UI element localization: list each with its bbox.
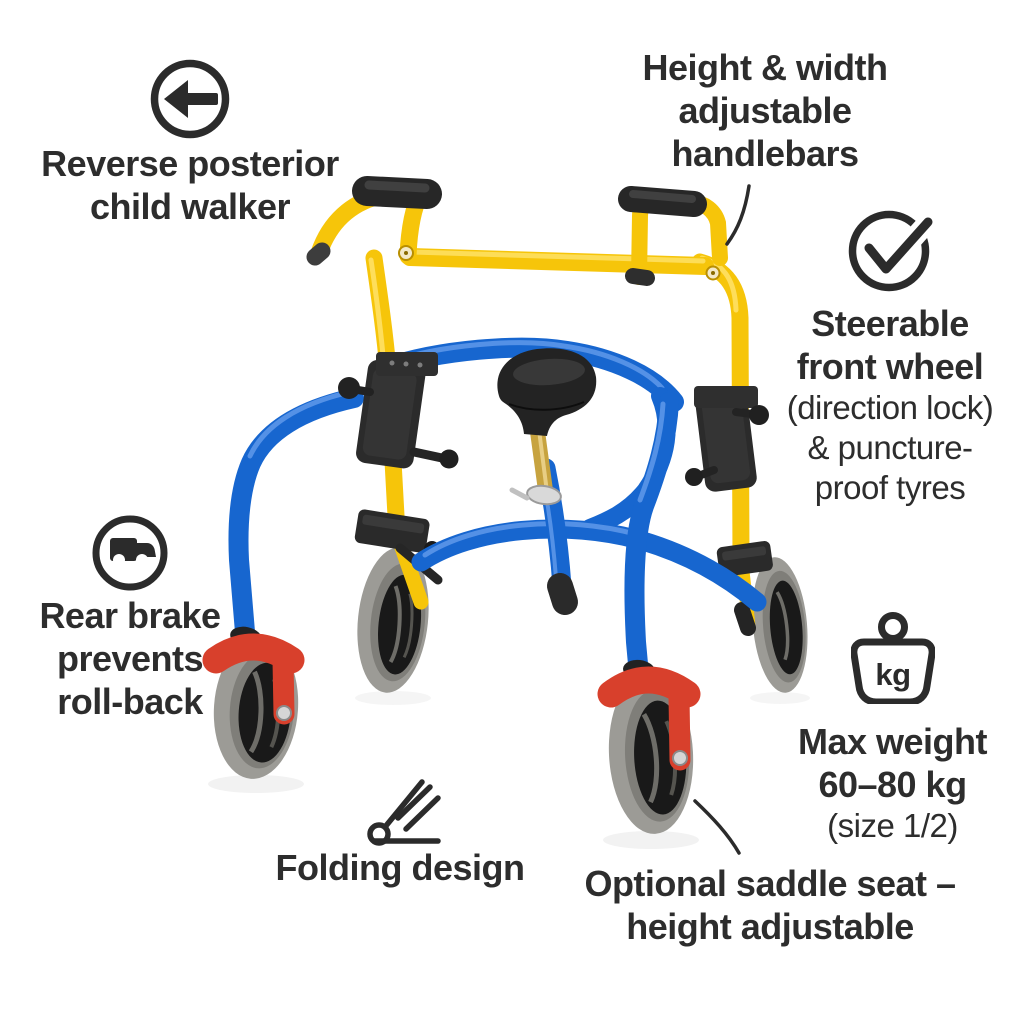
annotation-text: Steerable xyxy=(811,303,969,344)
annotation-handlebars: Height & width adjustable handlebars xyxy=(595,46,935,175)
annotation-text: (direction lock) xyxy=(786,389,994,426)
leader-line-saddle xyxy=(693,799,741,855)
annotation-text: roll-back xyxy=(57,681,203,722)
annotation-text: handlebars xyxy=(671,133,859,174)
annotation-reverse-walker: Reverse posterior child walker xyxy=(15,56,365,228)
annotation-text: Reverse posterior xyxy=(41,143,339,184)
rear-right-wheel xyxy=(752,557,808,693)
front-left-fork-red xyxy=(202,633,305,725)
clamp-knob xyxy=(439,449,459,469)
annotation-text: adjustable xyxy=(678,90,852,131)
folding-hinge-icon xyxy=(367,779,441,846)
annotation-text: Height & width xyxy=(642,47,888,88)
frame-yellow-handlebars xyxy=(306,176,728,286)
wheel-shadows xyxy=(208,691,810,849)
delivery-truck-circle-icon xyxy=(92,515,168,591)
clamp-knob xyxy=(749,405,769,425)
front-right-fork-red xyxy=(597,666,701,771)
adjustment-clamp-left xyxy=(338,352,459,469)
annotation-text: Rear brake xyxy=(39,595,221,636)
annotation-text: Optional saddle seat – xyxy=(584,863,956,904)
annotation-text: front wheel xyxy=(796,346,984,387)
kg-icon-label: kg xyxy=(875,657,910,692)
rear-left-wheel xyxy=(357,547,429,693)
annotation-text: Max weight xyxy=(797,721,988,762)
annotation-saddle-seat: Optional saddle seat – height adjustable xyxy=(555,862,985,948)
adjustment-clamp-right xyxy=(685,386,769,492)
annotation-folding: Folding design xyxy=(255,772,545,889)
annotation-text: 60–80 kg xyxy=(818,764,967,805)
annotation-front-wheel: Steerable front wheel (direction lock) &… xyxy=(765,206,1015,508)
clamp-knob xyxy=(338,377,360,399)
annotation-text: height adjustable xyxy=(626,906,914,947)
frame-blue xyxy=(228,337,767,681)
handlebar-grip-left xyxy=(352,176,442,209)
saddle-seat xyxy=(497,348,597,615)
handlebar-grip-right xyxy=(618,186,707,217)
clamp-knob xyxy=(685,468,703,486)
leader-line-handlebars xyxy=(725,184,751,246)
annotation-rear-brake: Rear brake prevents roll-back xyxy=(25,512,235,723)
annotation-text: proof tyres xyxy=(814,469,966,506)
annotation-text: & puncture- xyxy=(807,429,973,466)
annotation-text: Folding design xyxy=(275,847,525,888)
annotation-max-weight: kg Max weight 60–80 kg (size 1/2) xyxy=(770,612,1015,846)
kg-weight-icon: kg xyxy=(850,612,935,704)
check-circle-icon xyxy=(848,210,934,292)
annotation-text: (size 1/2) xyxy=(827,807,958,844)
arrow-left-circle-icon xyxy=(150,59,230,139)
rear-brake-clamp-right xyxy=(716,541,773,577)
annotation-text: prevents xyxy=(56,638,204,679)
annotation-text: child walker xyxy=(89,186,291,227)
